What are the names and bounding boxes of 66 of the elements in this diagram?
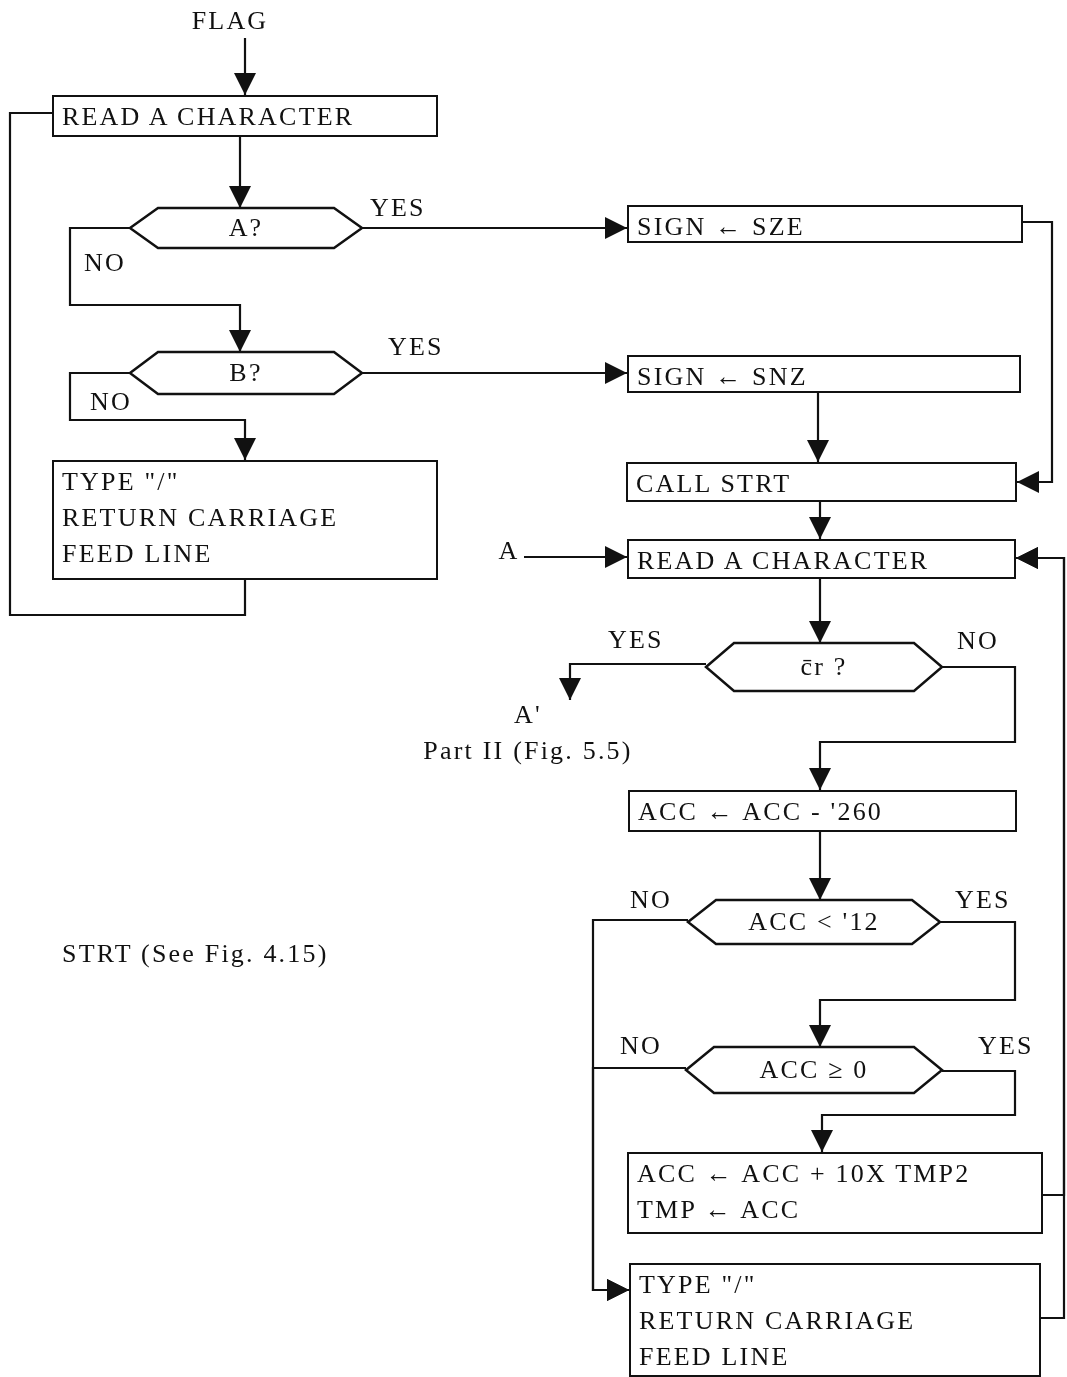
reference-note: Part II (Fig. 5.5) bbox=[422, 736, 634, 766]
edge-label: NO bbox=[630, 886, 672, 914]
decision-hexagon bbox=[688, 900, 940, 944]
edge-label: YES bbox=[978, 1032, 1034, 1060]
edge-label: YES bbox=[955, 886, 1011, 914]
flow-arrow bbox=[809, 920, 1017, 1047]
box-text: A? bbox=[228, 213, 264, 243]
process-box bbox=[52, 95, 438, 137]
process-box bbox=[627, 205, 1023, 243]
box-text: ACC < '12 bbox=[748, 907, 880, 937]
process-box bbox=[627, 355, 1021, 393]
process-box bbox=[52, 460, 438, 580]
note-text: STRT (See Fig. 4.15) bbox=[62, 940, 329, 968]
flow-arrow bbox=[1016, 547, 1066, 1320]
flow-arrow bbox=[807, 393, 829, 462]
box-text: FEED LINE bbox=[62, 538, 214, 570]
connector-label: FLAG bbox=[191, 6, 269, 36]
box-text: READ A CHARACTER bbox=[62, 101, 356, 133]
flow-arrow bbox=[524, 546, 627, 568]
box-text: B? bbox=[229, 358, 263, 388]
flow-arrow bbox=[68, 371, 256, 460]
box-text: RETURN CARRIAGE bbox=[639, 1305, 917, 1337]
box-text: SIGN ← SNZ bbox=[637, 361, 809, 393]
box-text: READ A CHARACTER bbox=[637, 545, 931, 577]
process-box bbox=[627, 1152, 1043, 1234]
box-text: c̄r ? bbox=[800, 652, 848, 682]
box-text: ACC ≥ 0 bbox=[759, 1055, 869, 1085]
flow-arrow bbox=[1017, 220, 1054, 493]
flow-arrow bbox=[559, 662, 706, 700]
process-box bbox=[628, 790, 1017, 832]
flow-arrow bbox=[809, 832, 831, 900]
flow-arrow bbox=[809, 579, 831, 643]
box-text: SIGN ← SZE bbox=[637, 211, 806, 243]
box-text: ACC ← ACC - '260 bbox=[638, 796, 885, 828]
edge-label: YES bbox=[370, 194, 426, 222]
flow-arrow bbox=[68, 226, 251, 352]
flow-arrow bbox=[809, 502, 831, 539]
flow-arrow bbox=[809, 665, 1017, 790]
edge-label: NO bbox=[84, 249, 126, 277]
box-text: ACC ← ACC + 10X TMP2 bbox=[637, 1158, 972, 1190]
process-box bbox=[626, 462, 1017, 502]
edge-label: YES bbox=[388, 333, 444, 361]
edge-label: NO bbox=[90, 388, 132, 416]
flow-arrow bbox=[229, 137, 251, 208]
box-text: TYPE "/" bbox=[62, 466, 181, 498]
edge-label: NO bbox=[620, 1032, 662, 1060]
flow-arrow bbox=[811, 1069, 1017, 1152]
connector-label: A' bbox=[514, 700, 542, 730]
box-text: TYPE "/" bbox=[639, 1269, 758, 1301]
edge-label: NO bbox=[957, 627, 999, 655]
decision-hexagon bbox=[686, 1047, 942, 1093]
process-box bbox=[629, 1263, 1041, 1377]
box-text: RETURN CARRIAGE bbox=[62, 502, 340, 534]
box-text: TMP ← ACC bbox=[637, 1194, 802, 1226]
flow-arrow bbox=[362, 362, 627, 384]
decision-hexagon bbox=[130, 352, 362, 394]
box-text: CALL STRT bbox=[636, 468, 793, 500]
flow-arrow bbox=[362, 217, 627, 239]
flow-arrow bbox=[234, 38, 256, 95]
flow-arrow bbox=[591, 1066, 686, 1301]
decision-hexagon bbox=[130, 208, 362, 248]
edge-label: YES bbox=[608, 626, 664, 654]
process-box bbox=[627, 539, 1016, 579]
box-text: FEED LINE bbox=[639, 1341, 791, 1373]
connector-label: A bbox=[498, 536, 520, 566]
decision-hexagon bbox=[706, 643, 942, 691]
